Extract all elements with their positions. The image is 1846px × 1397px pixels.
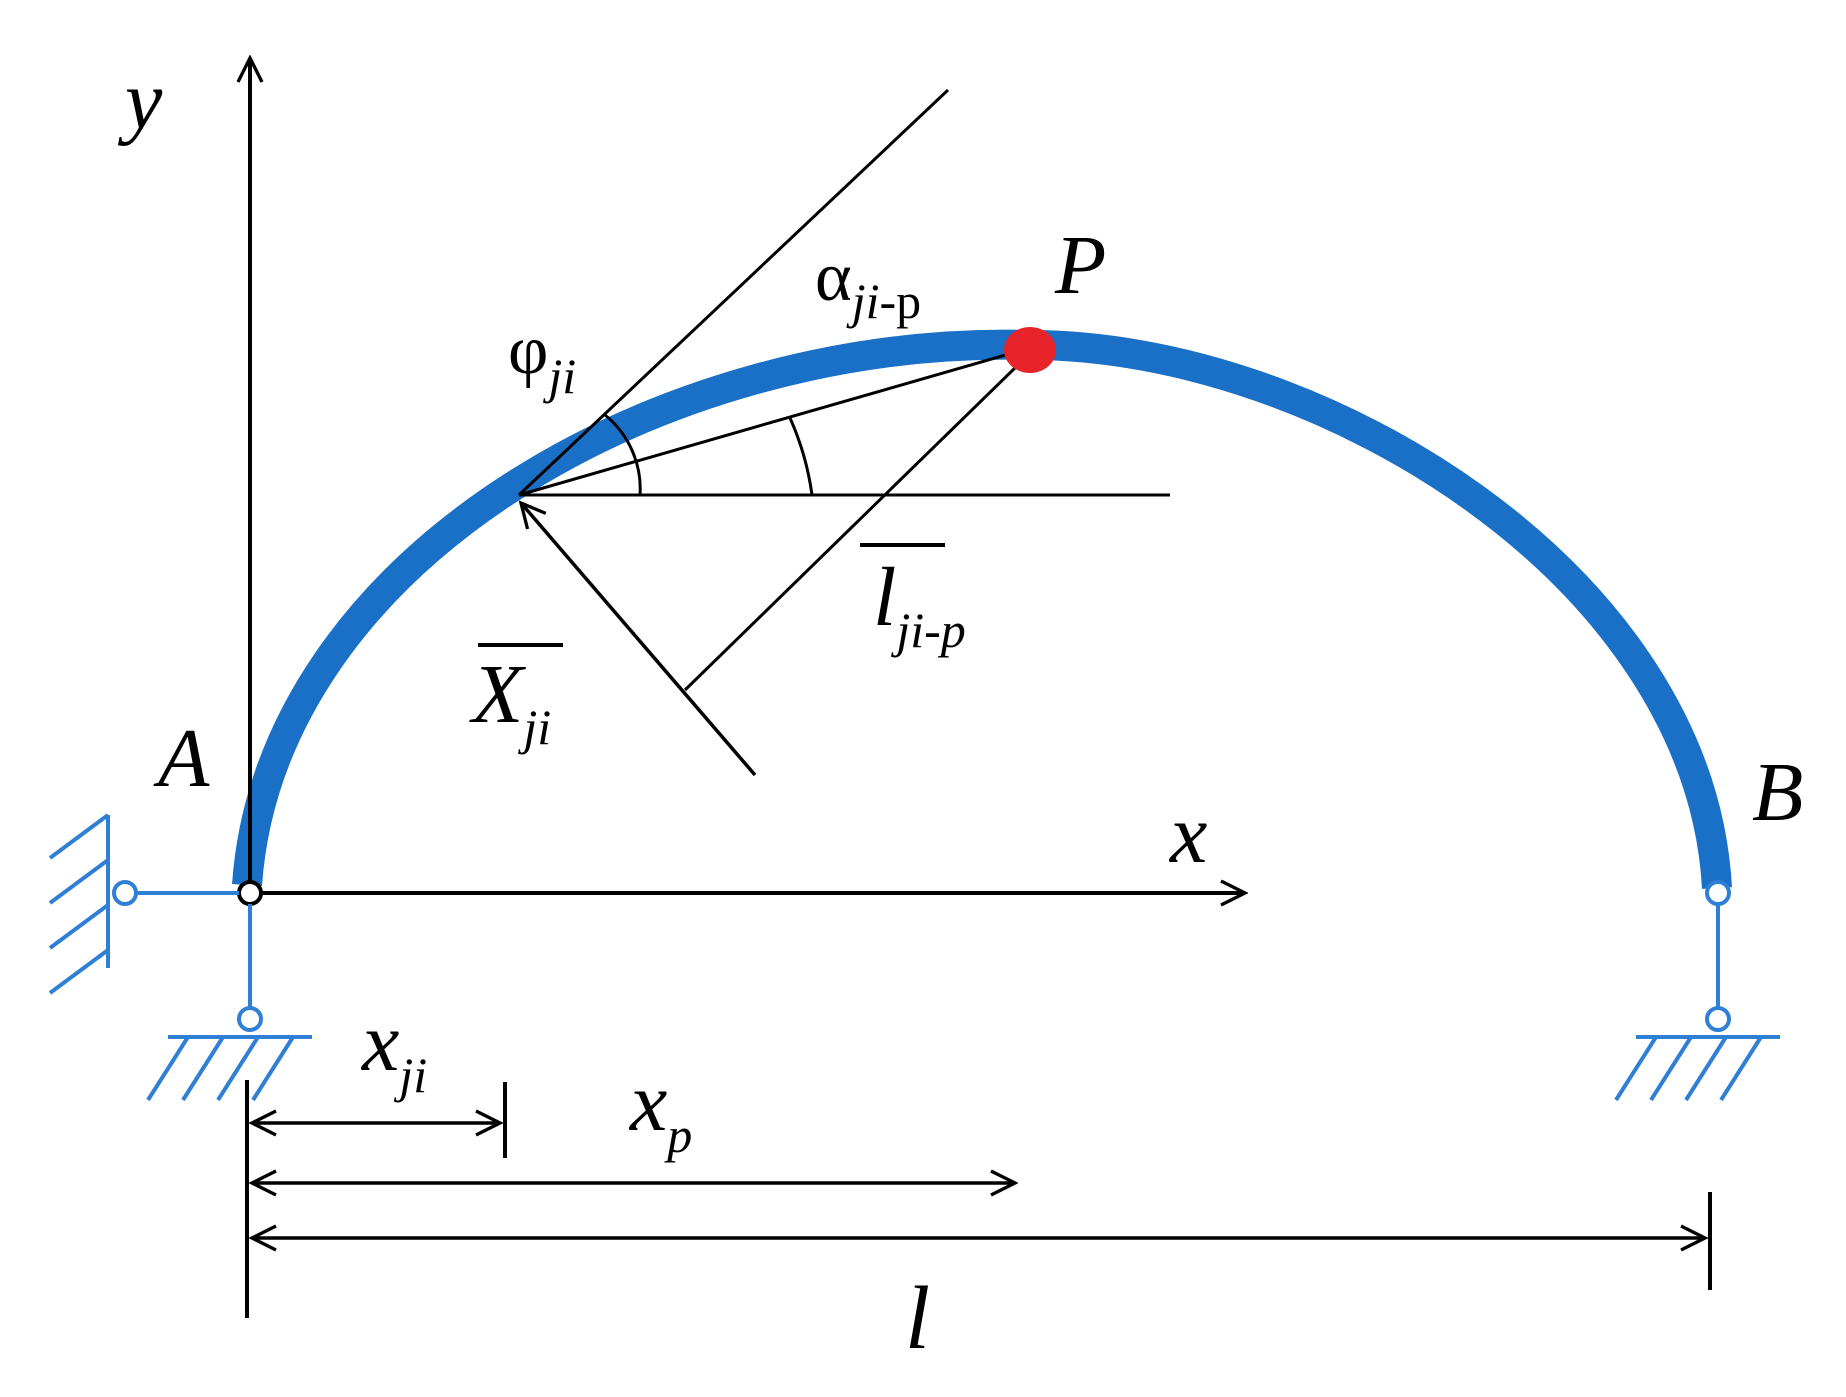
x-bar-label: Xji: [469, 648, 551, 755]
y-axis-label: y: [117, 54, 163, 147]
line-to-p: [518, 346, 1031, 497]
phi-label: φji: [508, 312, 576, 404]
point-b-label: B: [1752, 746, 1803, 839]
left-wall-support: [48, 813, 239, 995]
right-ground-support: [1614, 904, 1780, 1102]
l-bar-label: lji-p: [873, 551, 966, 658]
x-ji-label: xji: [360, 996, 427, 1103]
angle-arc-phi: [604, 413, 642, 496]
point-p-marker: [1004, 327, 1056, 373]
arch-curve: [232, 329, 1732, 889]
point-a-label: A: [153, 712, 210, 805]
point-p-label: P: [1054, 219, 1106, 312]
x-axis-label: x: [1168, 788, 1207, 881]
span-label: l: [905, 1269, 930, 1368]
hinge-a: [237, 880, 263, 906]
tangent-line: [517, 88, 950, 497]
alpha-label: αji-p: [815, 239, 921, 329]
l-bar-line: [683, 363, 1020, 692]
left-ground-support: [146, 904, 312, 1102]
x-bar-arrow: [521, 503, 757, 777]
angle-arc-alpha: [788, 417, 814, 496]
hinge-b: [1705, 880, 1731, 906]
x-p-label: xp: [628, 1056, 692, 1163]
